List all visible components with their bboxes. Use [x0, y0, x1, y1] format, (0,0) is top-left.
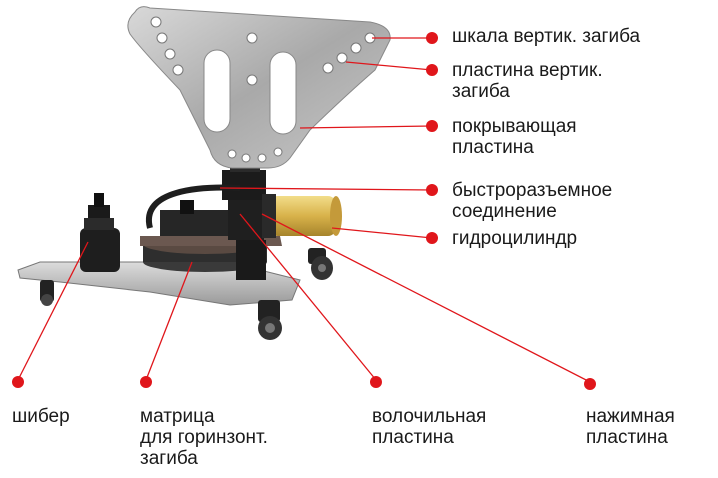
label-vertical-plate: пластина вертик. загиба [452, 60, 603, 102]
label-gate: шибер [12, 406, 70, 427]
label-drawing-plate-line-1: волочильная [372, 406, 487, 427]
dot-pressure-plate [584, 378, 596, 390]
label-cover-plate: покрывающая пластина [452, 116, 577, 158]
dot-vertical-plate [426, 64, 438, 76]
label-vertical-plate-line-2: загиба [452, 81, 510, 102]
label-die-line-1: матрица [140, 406, 215, 427]
hydraulic-cylinder [262, 194, 342, 238]
label-cover-plate-line-2: пластина [452, 137, 534, 158]
label-die-line-2: для горинзонт. [140, 427, 268, 448]
dot-drawing-plate [370, 376, 382, 388]
label-hydraulic-cylinder: гидроцилиндр [452, 228, 577, 249]
dot-cylinder [426, 232, 438, 244]
label-die-line-3: загиба [140, 448, 198, 469]
vertical-bending-plate [127, 6, 391, 169]
dot-scale [426, 32, 438, 44]
label-pressure-plate: нажимная пластина [586, 406, 675, 448]
label-quick-coupling: быстроразъемное соединение [452, 180, 612, 222]
caster-left [40, 280, 54, 306]
label-vertical-plate-line-1: пластина вертик. [452, 60, 603, 81]
dot-quick-coupling [426, 184, 438, 196]
label-vertical-scale: шкала вертик. загиба [452, 26, 640, 47]
label-gate-line-1: шибер [12, 406, 70, 427]
leader-dots [12, 32, 596, 390]
dot-gate [12, 376, 24, 388]
label-die: матрица для горинзонт. загиба [140, 406, 268, 469]
label-quick-coupling-line-2: соединение [452, 201, 557, 222]
dot-cover-plate [426, 120, 438, 132]
leader-lines [17, 37, 591, 383]
dot-die [140, 376, 152, 388]
label-drawing-plate-line-2: пластина [372, 427, 454, 448]
label-pressure-plate-line-2: пластина [586, 427, 668, 448]
label-quick-coupling-line-1: быстроразъемное [452, 180, 613, 201]
caster-front [258, 300, 282, 340]
gate-block [80, 193, 120, 272]
caster-back [308, 248, 333, 280]
label-cover-plate-line-1: покрывающая [452, 116, 577, 137]
label-pressure-plate-line-1: нажимная [586, 406, 675, 427]
label-hydraulic-cylinder-line-1: гидроцилиндр [452, 228, 578, 249]
label-drawing-plate: волочильная пластина [372, 406, 486, 448]
label-vertical-scale-line-1: шкала вертик. загиба [452, 26, 641, 47]
